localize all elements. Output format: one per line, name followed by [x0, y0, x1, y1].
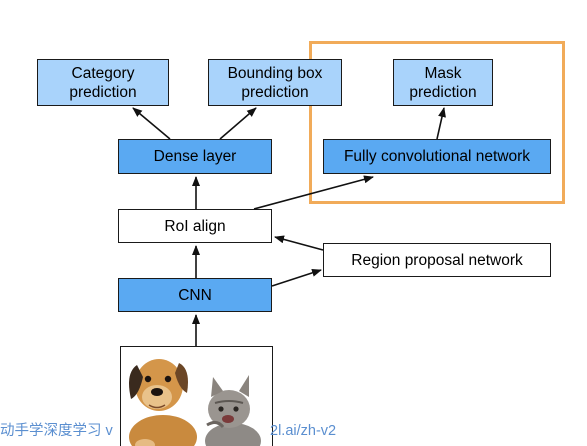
mask-prediction-box: Mask prediction — [393, 59, 493, 106]
fully-convolutional-network-box: Fully convolutional network — [323, 139, 551, 174]
arrow-roi-to-fcn — [253, 175, 374, 210]
arrow-rpn-to-roi — [274, 235, 324, 251]
kitten-figure — [205, 375, 261, 446]
dog-cat-illustration — [129, 359, 261, 446]
watermark-text-left: 动手学深度学习 v — [0, 423, 113, 439]
roi-align-box: RoI align — [118, 209, 272, 243]
cnn-box: CNN — [118, 278, 272, 312]
dense-layer-box: Dense layer — [118, 139, 272, 174]
puppy-figure — [129, 359, 197, 446]
arrow-fcn-to-mask — [436, 107, 446, 140]
input-image — [120, 346, 273, 446]
arrow-dense-to-bbox — [219, 107, 257, 140]
bounding-box-prediction-box: Bounding box prediction — [208, 59, 342, 106]
arrow-dense-to-category — [132, 107, 171, 140]
region-proposal-network-box: Region proposal network — [323, 243, 551, 277]
mask-branch-highlight-box — [309, 41, 565, 204]
watermark-text-right: 2l.ai/zh-v2 — [270, 423, 337, 439]
category-prediction-box: Category prediction — [37, 59, 169, 106]
arrow-cnn-to-rpn — [271, 268, 322, 287]
